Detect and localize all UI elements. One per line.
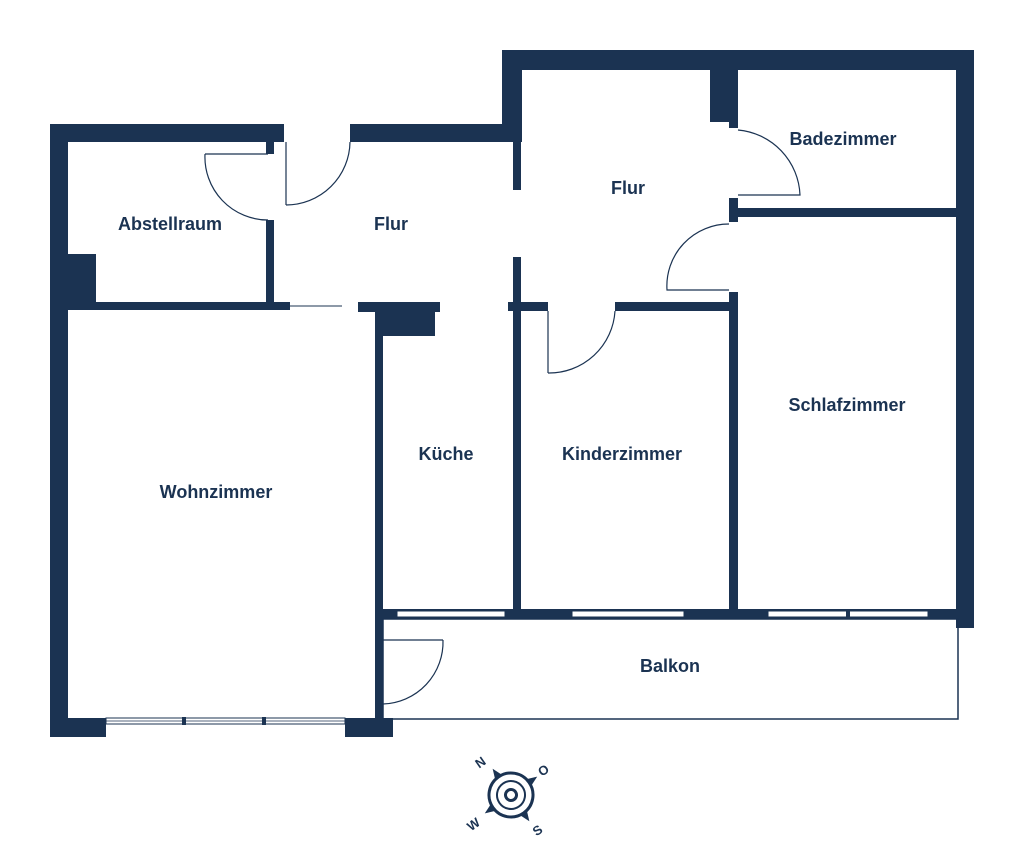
room-label-kinderzimmer: Kinderzimmer xyxy=(562,444,682,464)
compass-letter-n: N xyxy=(472,753,488,771)
room-label-kueche: Küche xyxy=(418,444,473,464)
room-label-abstellraum: Abstellraum xyxy=(118,214,222,234)
room-label-wohnzimmer: Wohnzimmer xyxy=(160,482,273,502)
compass-letter-w: W xyxy=(464,814,483,834)
room-label-flur-left: Flur xyxy=(374,214,408,234)
compass-letter-o: O xyxy=(535,761,552,779)
room-label-schlafzimmer: Schlafzimmer xyxy=(788,395,905,415)
walls xyxy=(50,50,974,737)
windows xyxy=(105,610,929,725)
compass-letter-s: S xyxy=(530,821,546,838)
doors xyxy=(204,129,801,705)
room-label-badezimmer: Badezimmer xyxy=(789,129,896,149)
room-label-balkon: Balkon xyxy=(640,656,700,676)
room-label-flur-right: Flur xyxy=(611,178,645,198)
compass-rose-icon xyxy=(484,768,538,822)
